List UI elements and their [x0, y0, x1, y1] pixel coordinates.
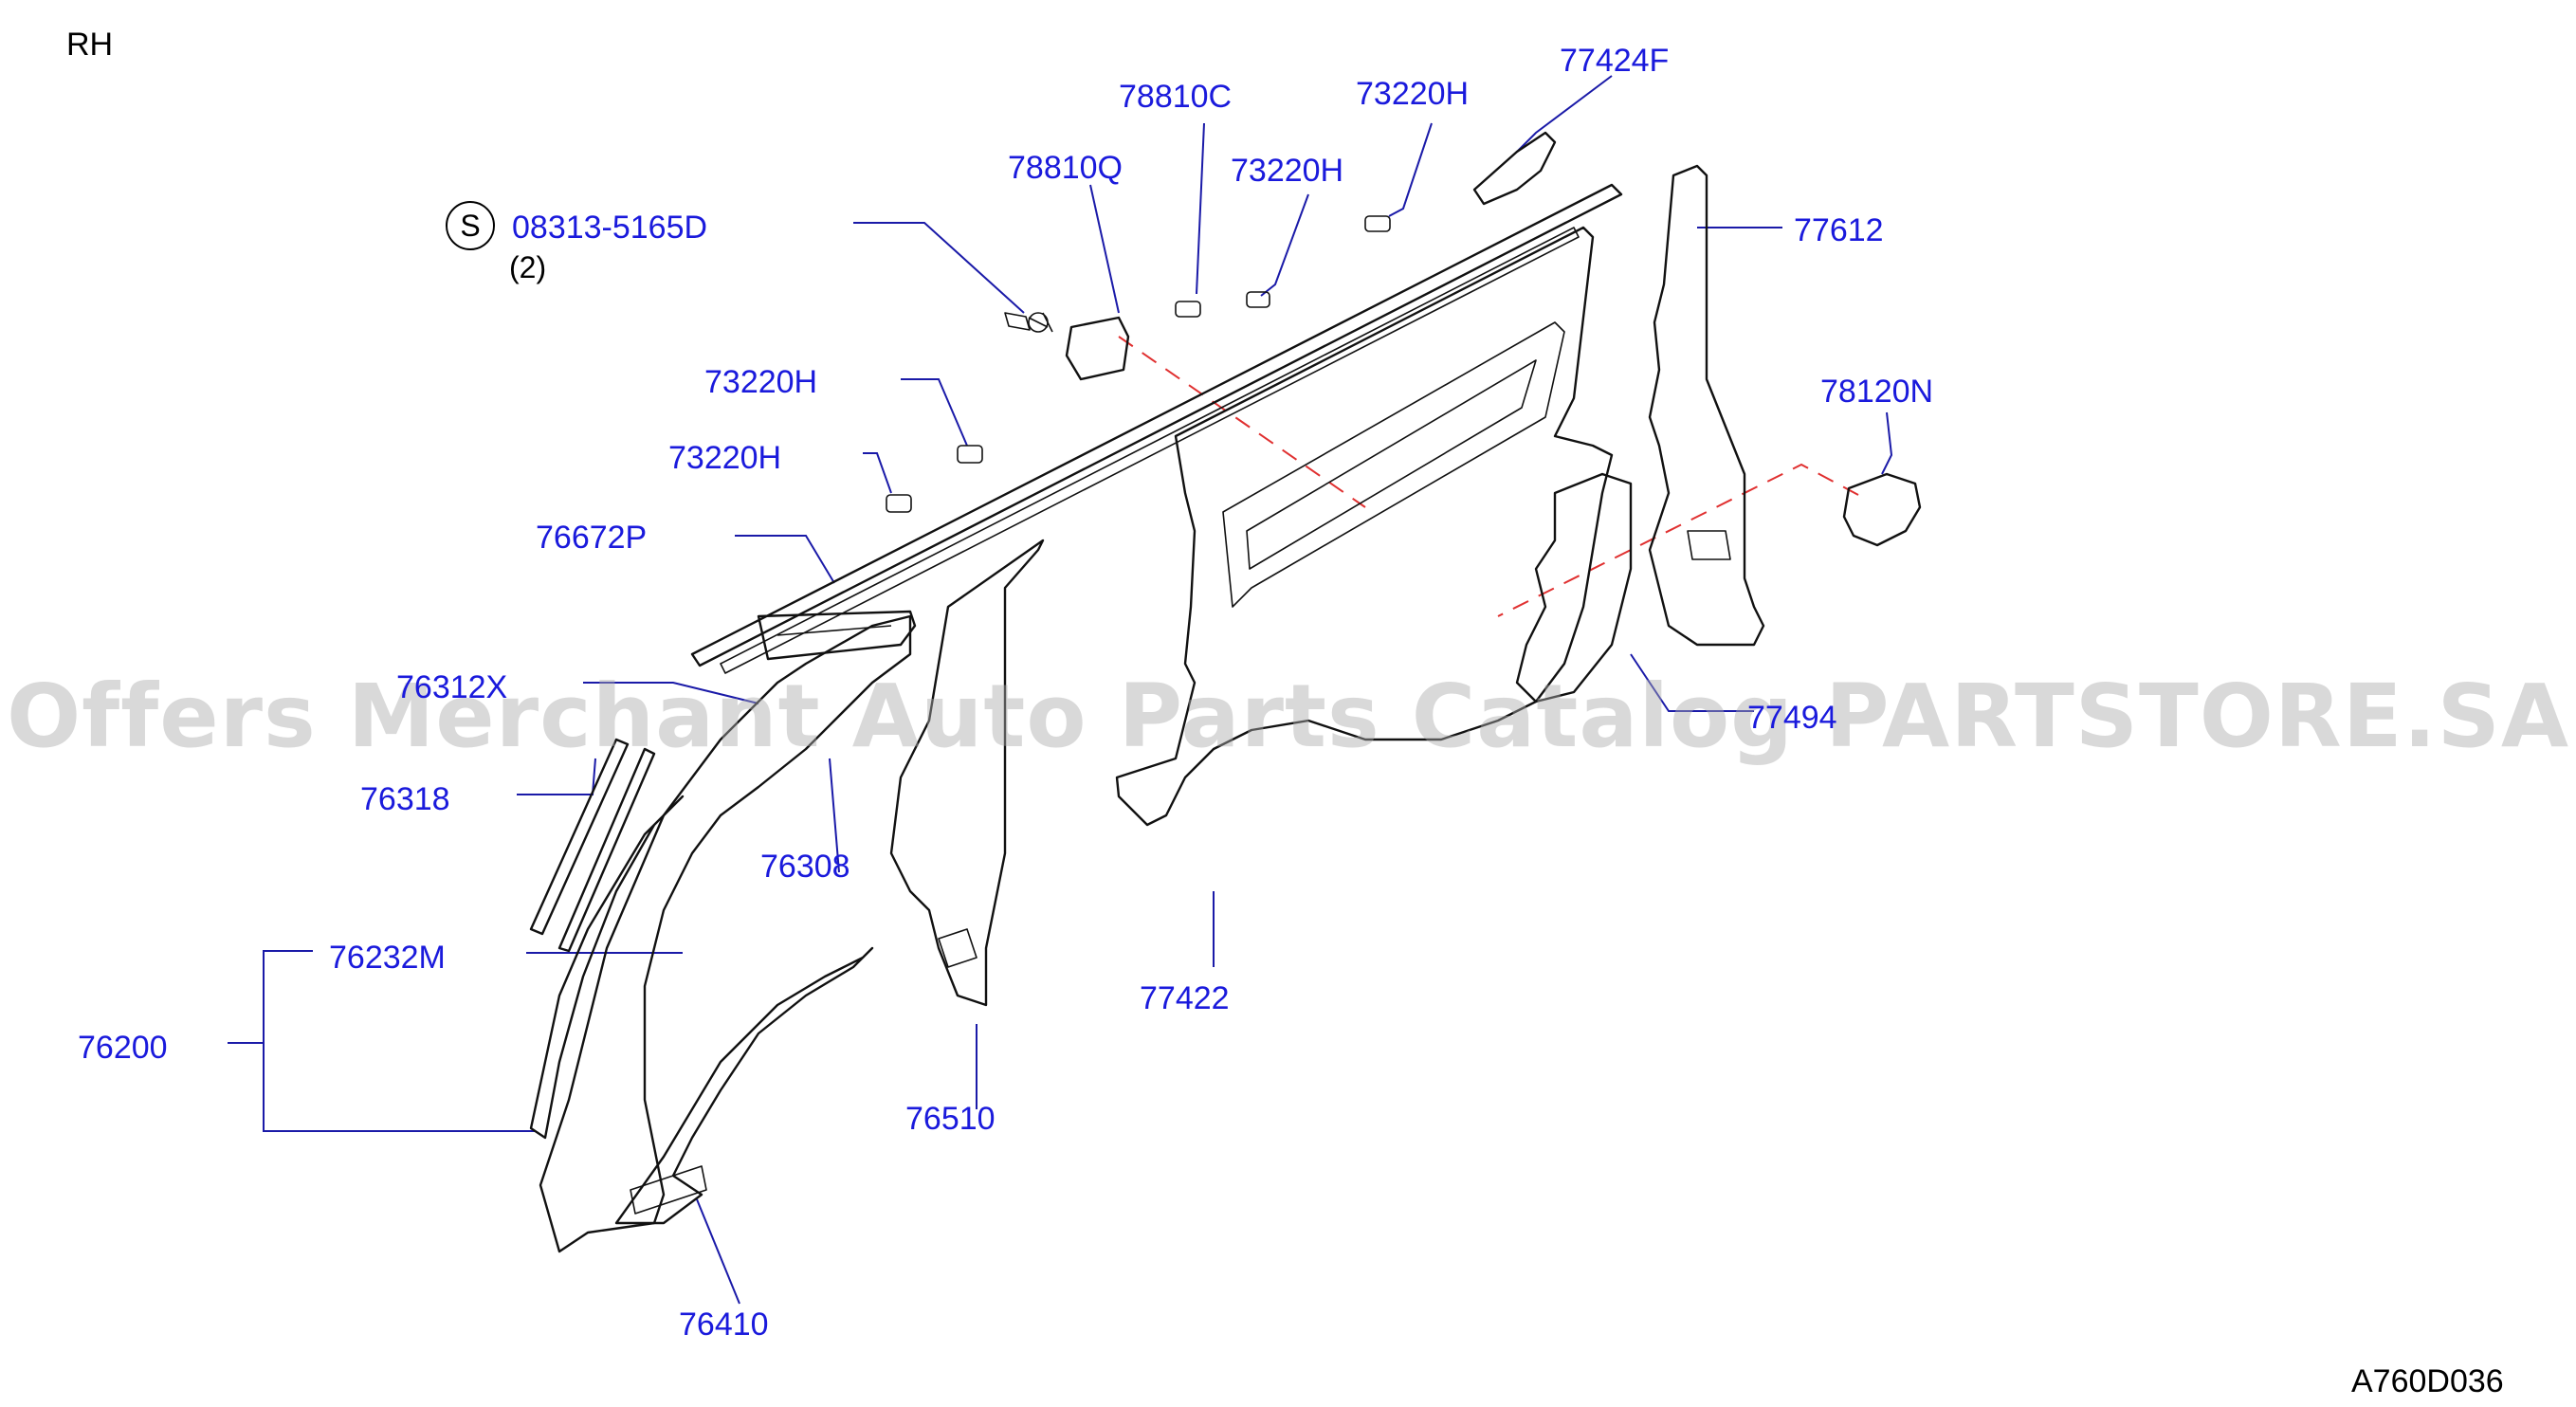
part-label-76232m[interactable]: 76232M: [329, 940, 446, 976]
part-label-73220h-c[interactable]: 73220H: [704, 364, 818, 400]
side-label: RH: [66, 27, 114, 63]
part-label-76312x[interactable]: 76312X: [396, 669, 508, 705]
part-label-76308[interactable]: 76308: [760, 849, 850, 885]
part-outlines: [529, 131, 1922, 1253]
part-label-76510[interactable]: 76510: [905, 1101, 996, 1137]
part-label-77494[interactable]: 77494: [1747, 700, 1837, 736]
part-label-78810q[interactable]: 78810Q: [1008, 150, 1123, 186]
part-label-76318[interactable]: 76318: [360, 781, 450, 817]
standard-part-symbol: S: [446, 201, 495, 250]
part-label-77422[interactable]: 77422: [1140, 980, 1230, 1016]
part-label-73220h-d[interactable]: 73220H: [668, 440, 782, 476]
part-label-76672p[interactable]: 76672P: [536, 520, 648, 556]
part-label-73220h-b[interactable]: 73220H: [1231, 153, 1344, 189]
part-label-78810c[interactable]: 78810C: [1119, 79, 1233, 115]
quantity-label: (2): [509, 250, 547, 284]
part-label-73220h-a[interactable]: 73220H: [1356, 76, 1470, 112]
alignment-lines: [1118, 336, 1859, 617]
part-label-77612[interactable]: 77612: [1794, 212, 1884, 248]
part-label-76410[interactable]: 76410: [679, 1306, 769, 1343]
watermark: Offers Merchant Auto Parts Catalog PARTS…: [6, 666, 2570, 767]
part-label-76200[interactable]: 76200: [78, 1030, 168, 1066]
part-label-77424f[interactable]: 77424F: [1560, 43, 1670, 79]
part-label-08313-5165d[interactable]: 08313-5165D: [512, 210, 708, 246]
part-label-78120n[interactable]: 78120N: [1820, 374, 1934, 410]
diagram-code: A760D036: [2351, 1363, 2504, 1399]
